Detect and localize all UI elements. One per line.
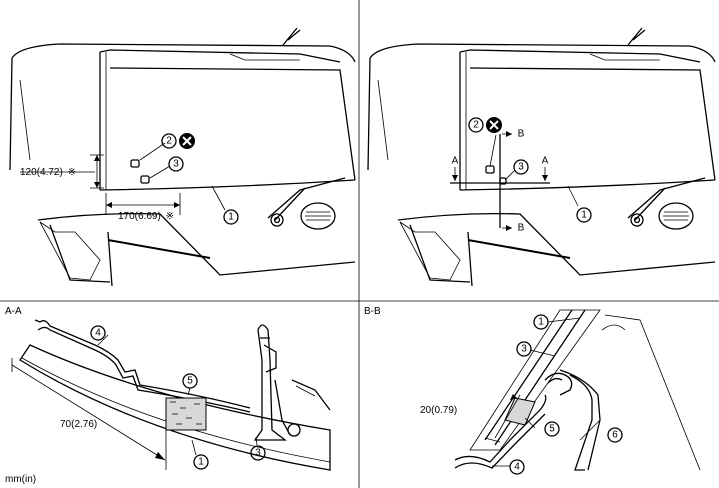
callout-1: 1 <box>223 209 239 225</box>
svg-text:4: 4 <box>95 328 101 339</box>
do-not-reuse-icon <box>179 133 195 149</box>
callout-1-aa: 1 <box>193 454 209 470</box>
svg-text:5: 5 <box>187 376 193 387</box>
svg-text:4: 4 <box>514 462 520 473</box>
dimension-20-label: 20(0.79) <box>420 405 457 416</box>
section-a-label-left: A <box>452 156 459 167</box>
callout-3-aa: 3 <box>250 445 266 461</box>
svg-text:1: 1 <box>198 457 204 468</box>
do-not-reuse-icon <box>486 117 502 133</box>
section-a-label-right: A <box>542 156 549 167</box>
callout-3: 3 <box>168 156 184 172</box>
svg-text:1: 1 <box>228 212 234 223</box>
callout-5-bb: 5 <box>544 421 560 437</box>
section-bb-drawing <box>454 309 701 471</box>
svg-text:3: 3 <box>173 159 179 170</box>
svg-text:6: 6 <box>612 430 618 441</box>
callout-4-bb: 4 <box>509 459 525 475</box>
callout-1-right: 1 <box>576 207 592 223</box>
svg-text:5: 5 <box>549 424 555 435</box>
callout-2-right: 2 <box>468 117 484 133</box>
svg-text:1: 1 <box>538 317 544 328</box>
dimension-70-label: 70(2.76) <box>60 419 97 430</box>
section-title-bb: B-B <box>364 306 381 317</box>
section-aa-drawing <box>11 319 331 471</box>
dimension-horizontal-label: 170(6.69) ※ <box>118 211 174 222</box>
callout-6-bb: 6 <box>607 427 623 443</box>
dimension-vertical <box>20 154 104 189</box>
svg-text:2: 2 <box>473 120 479 131</box>
clip-icon <box>485 165 507 185</box>
section-b-label-top: B <box>518 129 525 140</box>
svg-text:1: 1 <box>581 210 587 221</box>
svg-text:3: 3 <box>521 344 527 355</box>
svg-text:3: 3 <box>255 448 261 459</box>
section-b-label-bottom: B <box>518 223 525 234</box>
dimension-vertical-label: 120(4.72) ※ <box>20 167 76 178</box>
callout-3-right: 3 <box>513 159 529 175</box>
clip-icon <box>130 159 150 184</box>
callout-5-aa: 5 <box>182 373 198 389</box>
svg-text:3: 3 <box>518 162 524 173</box>
vehicle-rear-view-right <box>367 27 716 287</box>
callout-3-bb: 3 <box>516 341 532 357</box>
callout-1-bb: 1 <box>533 314 549 330</box>
callout-2: 2 <box>161 133 177 149</box>
dimension-horizontal <box>105 193 181 215</box>
section-title-aa: A-A <box>5 306 22 317</box>
callout-4-aa: 4 <box>90 325 106 341</box>
vehicle-rear-view-left <box>9 27 356 287</box>
unit-note: mm(in) <box>5 474 36 485</box>
svg-text:2: 2 <box>166 136 172 147</box>
